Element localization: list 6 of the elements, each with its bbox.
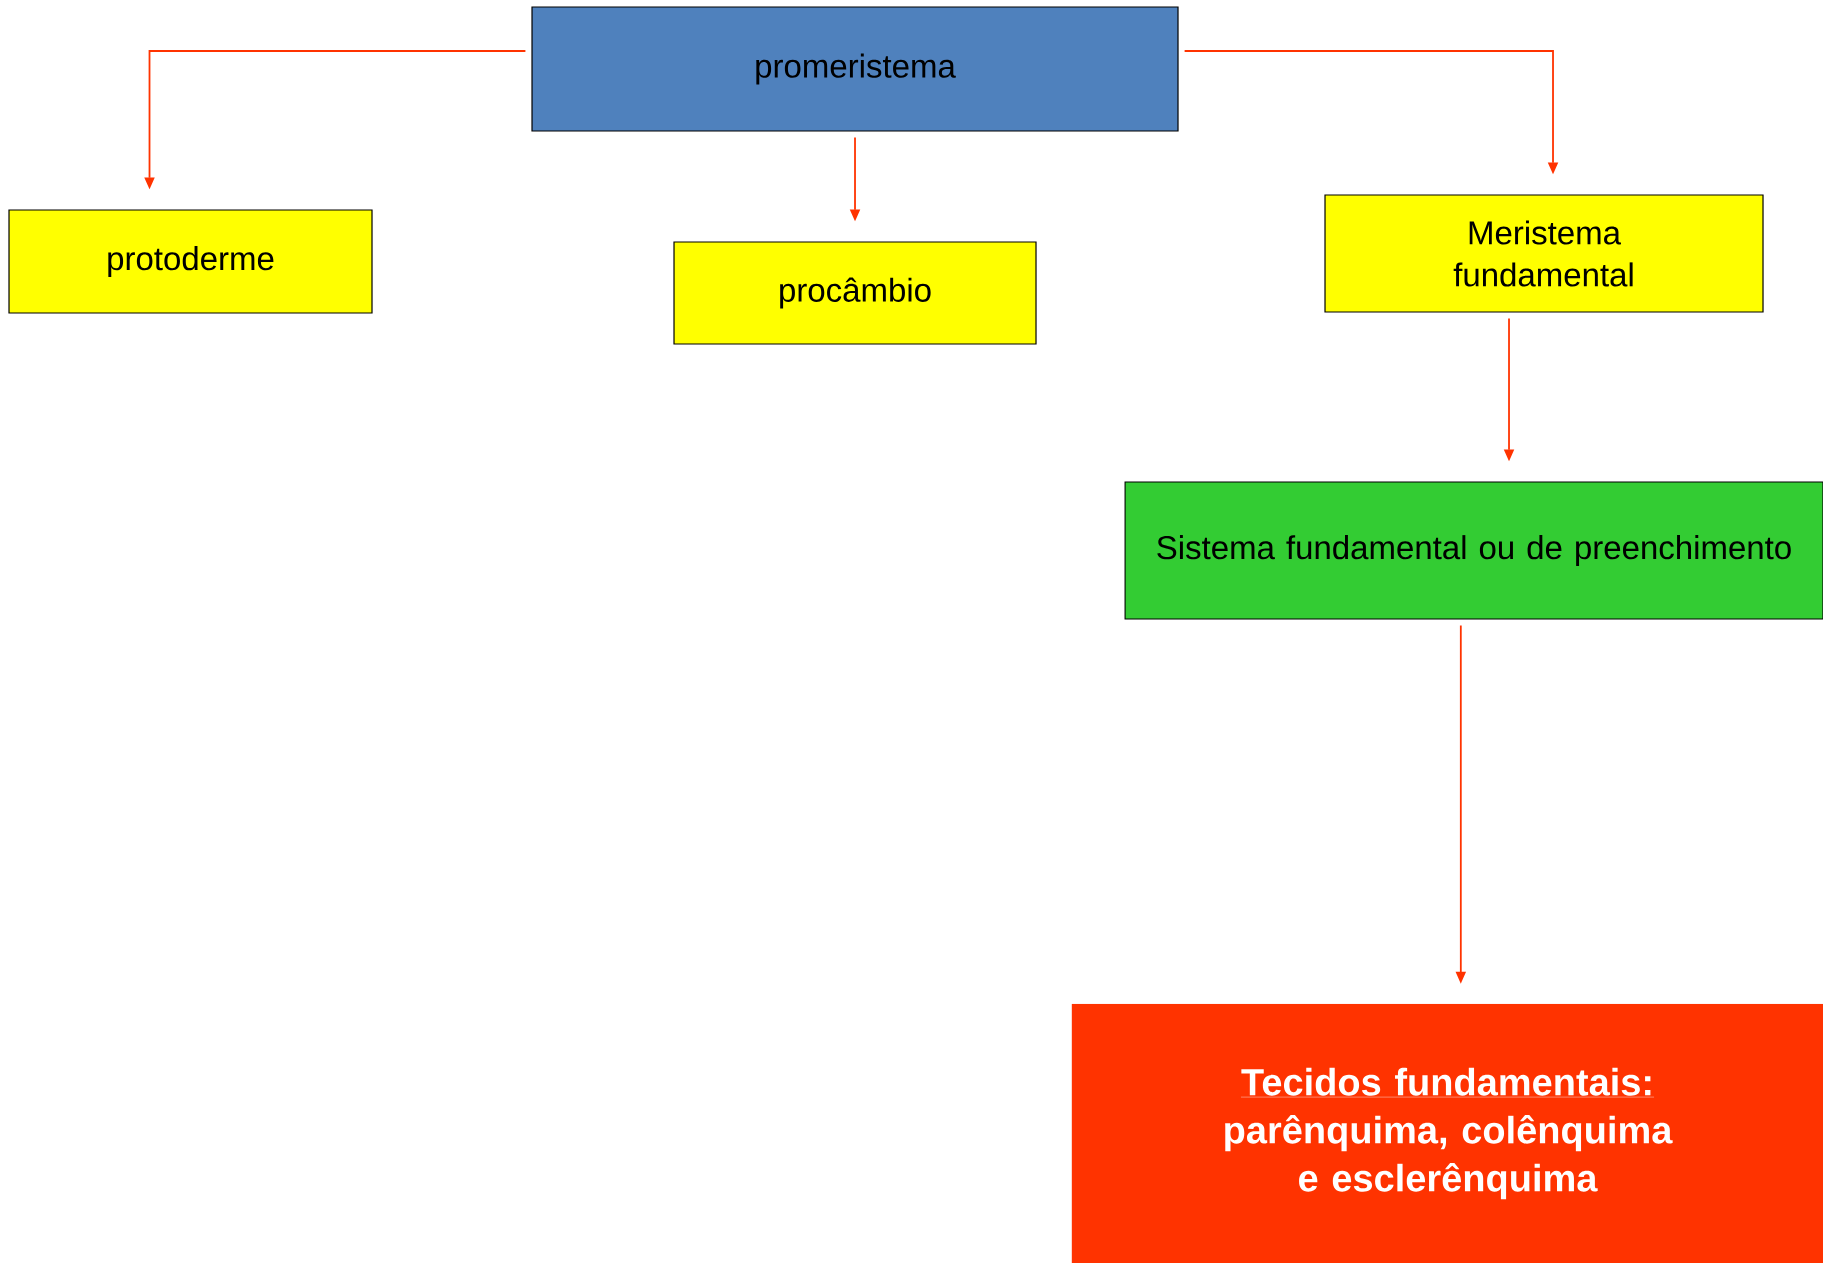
process-box: Sistema fundamental ou de preenchimento <box>1124 481 1823 620</box>
process-box: Meristema fundamental <box>1324 194 1764 313</box>
process-box: promeristema <box>531 6 1179 132</box>
result-box: Tecidos fundamentais: parênquima, colênquima e esclerênquima <box>1071 1003 1823 1263</box>
process-box: procâmbio <box>673 241 1037 345</box>
process-box: protoderme <box>8 209 373 314</box>
